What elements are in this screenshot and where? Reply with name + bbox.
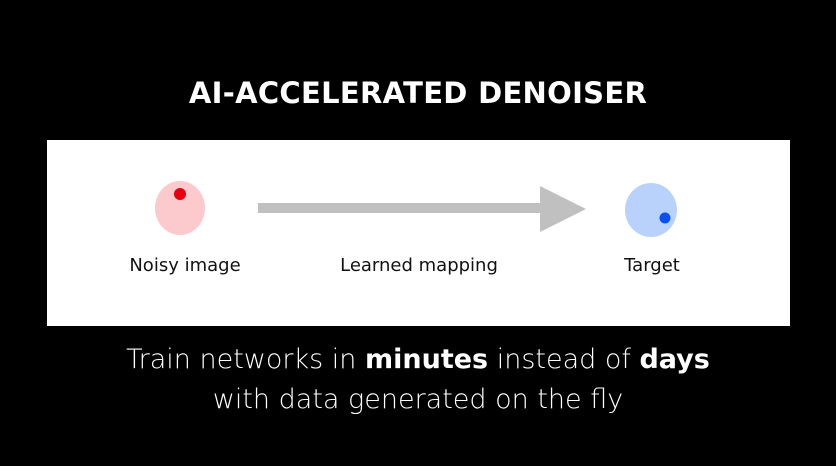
target-circle [625,183,677,237]
subtitle-text: instead of [488,344,640,375]
subtitle-line-2: with data generated on the fly [212,384,624,415]
learned-mapping-label: Learned mapping [340,255,498,276]
arrow-head [540,186,586,232]
noisy-image-label: Noisy image [129,255,241,276]
target-point [659,212,671,224]
noisy-image-circle [155,181,205,235]
noisy-point [174,188,186,200]
subtitle-emphasis-minutes: minutes [365,344,489,375]
target-label: Target [624,255,680,276]
subtitle-line-1: Train networks in minutes instead of day… [0,344,836,375]
subtitle-text: Train networks in [126,344,365,375]
slide-title: AI-ACCELERATED DENOISER [188,76,648,110]
arrow-shaft [258,203,542,213]
subtitle-emphasis-days: days [639,344,710,375]
